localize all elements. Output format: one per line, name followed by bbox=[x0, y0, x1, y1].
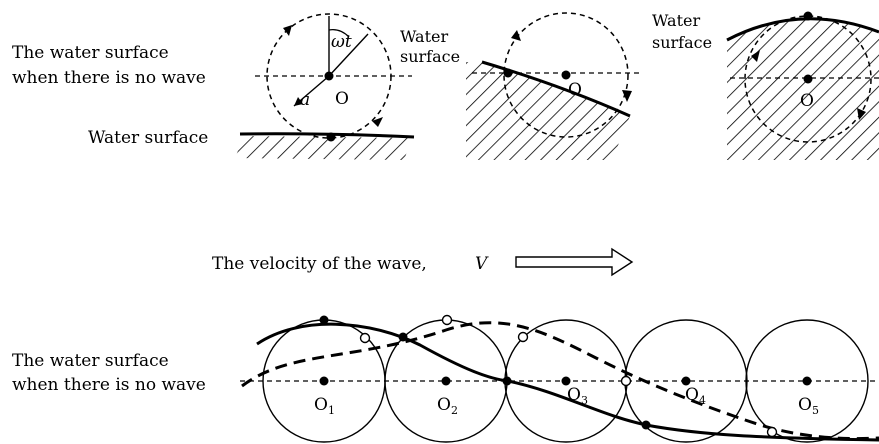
water-hatch bbox=[727, 18, 879, 160]
water-hatch bbox=[466, 62, 630, 160]
center-subscript: 3 bbox=[581, 394, 588, 407]
particle-dot bbox=[503, 68, 513, 78]
panel-crest-top: Water surface O bbox=[652, 11, 879, 160]
particle-open-2 bbox=[441, 314, 453, 326]
orbit-center-dot bbox=[324, 71, 334, 81]
orbit-circle-5 bbox=[745, 319, 869, 443]
velocity-symbol: V bbox=[475, 254, 489, 274]
orbit-arrow-left bbox=[283, 25, 292, 36]
no-wave-label-line1: The water surface bbox=[12, 43, 169, 63]
orbit-center-dot bbox=[561, 70, 571, 80]
water-hatch bbox=[235, 136, 412, 160]
center-subscript: 1 bbox=[328, 404, 335, 417]
orbit-center-2 bbox=[441, 376, 451, 386]
water-surface-label: Water surface bbox=[88, 128, 208, 148]
center-letter: O bbox=[314, 395, 328, 415]
water-surface-label-3-line2: surface bbox=[652, 33, 712, 52]
orbit-center-3 bbox=[561, 376, 571, 386]
center-o-label: O bbox=[568, 80, 582, 100]
omega-t-label: ωt bbox=[331, 32, 352, 52]
orbit-center-dot bbox=[803, 74, 813, 84]
orbit-circle bbox=[266, 13, 392, 139]
particle-dot bbox=[803, 11, 813, 21]
center-o-label: O bbox=[800, 91, 814, 111]
water-surface-crest bbox=[726, 17, 879, 42]
center-letter: O bbox=[437, 395, 451, 415]
particle-dot-4 bbox=[641, 420, 651, 430]
water-surface-label-2-line2: surface bbox=[400, 47, 460, 66]
velocity-caption: The velocity of the wave, V bbox=[212, 247, 634, 277]
center-letter: O bbox=[567, 385, 581, 405]
wave-profile-later bbox=[241, 321, 879, 441]
orbit-circle bbox=[503, 12, 629, 138]
center-subscript: 4 bbox=[699, 394, 706, 407]
orbit-center-5 bbox=[802, 376, 812, 386]
no-wave-label-bottom-line2: when there is no wave bbox=[12, 375, 206, 395]
wave-profile-current bbox=[256, 322, 879, 442]
center-subscript: 2 bbox=[451, 404, 458, 417]
orbit-arrow-left bbox=[751, 50, 760, 62]
particle-dot-3 bbox=[502, 376, 512, 386]
particle-open-4 bbox=[620, 375, 632, 387]
angle-arc bbox=[328, 29, 350, 38]
center-label-4: O4 bbox=[685, 385, 706, 407]
center-label-3: O3 bbox=[567, 385, 588, 407]
water-surface-label-3-line1: Water bbox=[652, 11, 700, 30]
orbit-arrow-right bbox=[857, 108, 866, 120]
center-o-label: O bbox=[335, 89, 349, 109]
radius-arrowhead bbox=[294, 97, 303, 106]
orbit-center-4 bbox=[681, 376, 691, 386]
orbit-arrow-top bbox=[511, 30, 521, 41]
orbit-arrow-right bbox=[622, 90, 632, 102]
particle-dot bbox=[326, 132, 336, 142]
angle-radius-line bbox=[328, 33, 369, 77]
center-letter: O bbox=[685, 385, 699, 405]
orbit-center-1 bbox=[319, 376, 329, 386]
particle-open-5 bbox=[766, 426, 778, 438]
water-surface-slope bbox=[481, 60, 631, 118]
center-label-2: O2 bbox=[437, 395, 458, 417]
particle-open-1 bbox=[359, 332, 371, 344]
orbit-arrow-right bbox=[372, 117, 383, 127]
no-wave-label-line2: when there is no wave bbox=[12, 68, 206, 88]
particle-open-3 bbox=[517, 331, 529, 343]
panel-crest: The water surface when there is no wave … bbox=[12, 13, 415, 160]
wave-orbits-panel: The water surface when there is no wave … bbox=[12, 314, 879, 443]
no-wave-label-bottom-line1: The water surface bbox=[12, 351, 169, 371]
center-label-1: O1 bbox=[314, 395, 335, 417]
radius-a-label: a bbox=[300, 90, 310, 110]
water-surface-label-2-line1: Water bbox=[400, 27, 448, 46]
particle-dot-2 bbox=[398, 332, 408, 342]
center-label-5: O5 bbox=[798, 395, 819, 417]
velocity-arrow-icon bbox=[515, 247, 634, 277]
center-letter: O bbox=[798, 395, 812, 415]
velocity-label: The velocity of the wave, bbox=[212, 254, 427, 274]
particle-dot-1 bbox=[319, 315, 329, 325]
orbit-circle bbox=[744, 15, 872, 143]
center-subscript: 5 bbox=[812, 404, 819, 417]
panel-slope: Water surface O bbox=[400, 12, 640, 160]
